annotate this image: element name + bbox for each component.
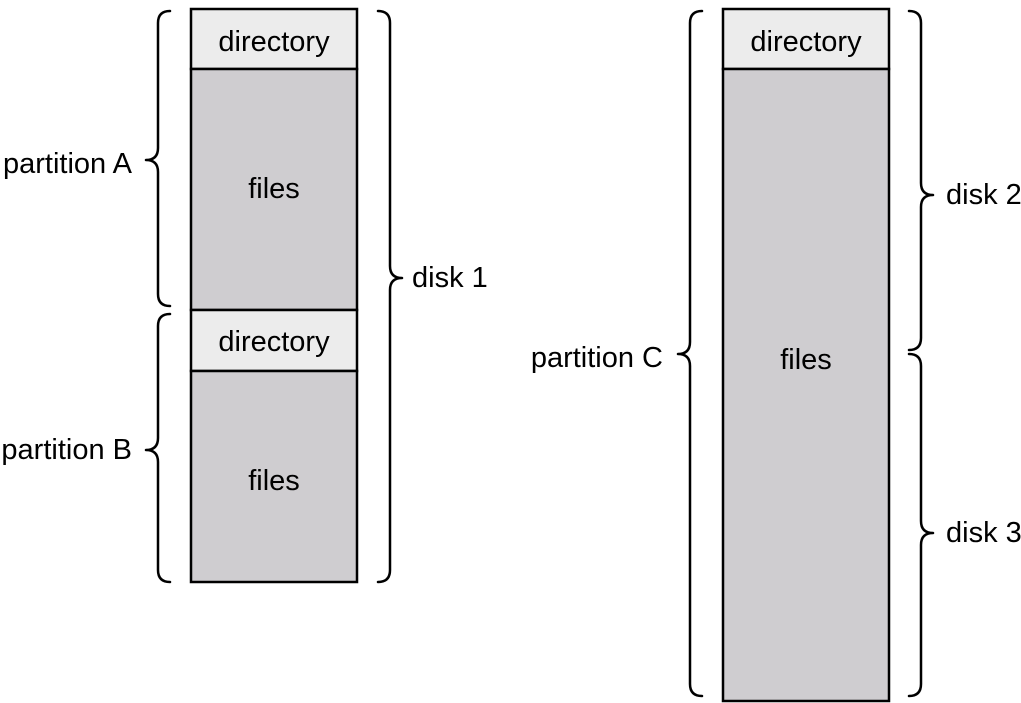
left-stack: directory files directory files partitio…: [1, 7, 488, 584]
disk-1-brace: [376, 9, 404, 584]
partition-b-label: partition B: [1, 434, 132, 466]
partition-b-brace: [144, 312, 172, 584]
right-stack: directory files partition C disk 2 disk …: [531, 7, 1021, 703]
partition-a-files-label: files: [248, 173, 300, 205]
partition-c-label: partition C: [531, 342, 663, 374]
partition-b-files-block: [189, 369, 359, 584]
partition-a-directory-label: directory: [218, 26, 330, 58]
disk-1-label: disk 1: [412, 262, 488, 294]
partition-a-directory-block: [189, 7, 359, 71]
disk-3-label: disk 3: [946, 517, 1021, 549]
partition-a-brace: [144, 9, 172, 308]
partition-c-brace: [676, 9, 704, 698]
disk-2-brace: [907, 9, 935, 352]
partition-b-files-label: files: [248, 465, 300, 497]
partition-c-files-block: [721, 67, 891, 703]
partition-a-label: partition A: [3, 148, 133, 180]
disk-3-brace: [907, 352, 935, 698]
partition-b-directory-label: directory: [218, 326, 330, 358]
partition-c-files-label: files: [780, 344, 832, 376]
partition-a-files-block: [189, 67, 359, 312]
partition-c-directory-label: directory: [750, 26, 862, 58]
disk-2-label: disk 2: [946, 179, 1021, 211]
